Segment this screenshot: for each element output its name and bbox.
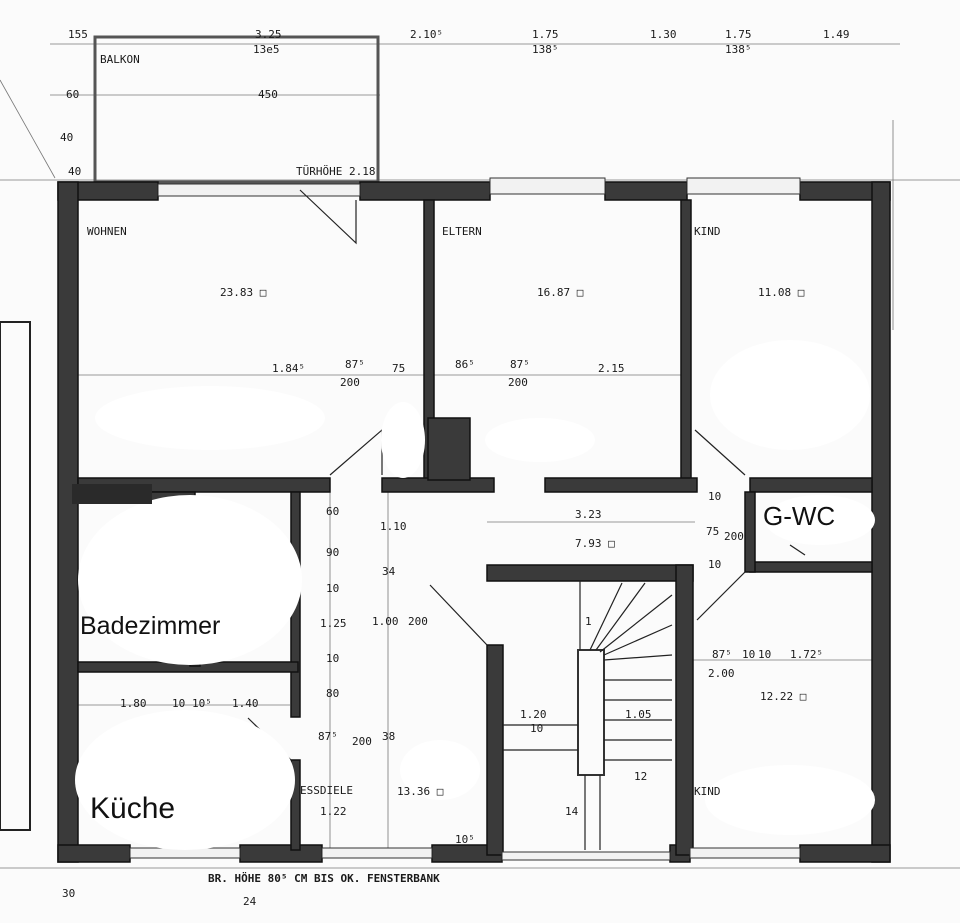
dim-label: 2.10⁵ [410, 28, 443, 41]
window-height-note: BR. HÖHE 80⁵ CM BIS OK. FENSTERBANK [208, 871, 440, 885]
dim-label: 10 [708, 558, 721, 571]
dim-label: 87⁵ [318, 730, 338, 743]
area-essdiele: 13.36 □ [397, 785, 444, 798]
top-dimensions: 155 3.25 13e5 2.10⁵ 1.75 138⁵ 1.30 1.75 … [60, 28, 850, 178]
dim-label: 60 [326, 505, 339, 518]
dimension-lines [0, 43, 960, 869]
dim-label: 38 [382, 730, 395, 743]
dim-label: 10 [530, 722, 543, 735]
dim-label: 200 [724, 530, 744, 543]
dim-label: 60 [66, 88, 79, 101]
balcony-outline [93, 35, 380, 184]
dim-label: 80 [326, 687, 339, 700]
dim-label: 40 [60, 131, 73, 144]
interior-dimensions: 1.84⁵ 87⁵ 200 75 86⁵ 87⁵ 200 2.15 3.23 1… [62, 358, 823, 908]
dim-label: 14 [565, 805, 579, 818]
dim-label: 10 [172, 697, 185, 710]
dim-label: 10 [758, 648, 771, 661]
dim-label: 87⁵ [510, 358, 530, 371]
dim-label: 138⁵ [725, 43, 752, 56]
dim-label: 90 [326, 546, 339, 559]
dim-label: 12 [634, 770, 647, 783]
dim-label: 87⁵ [712, 648, 732, 661]
area-kind-bottom: 12.22 □ [760, 690, 807, 703]
dim-label: 1.49 [823, 28, 850, 41]
dim-label: 10 [742, 648, 755, 661]
room-label-gwc: G-WC [763, 501, 835, 531]
dim-label: 10⁵ [192, 697, 212, 710]
room-label-kind-top: KIND [694, 225, 721, 238]
dim-label: 1.05 [625, 708, 652, 721]
dim-label: 10 [326, 652, 339, 665]
dim-label: 75 [706, 525, 719, 538]
room-label-badezimmer: Badezimmer [80, 612, 220, 640]
dim-label: 10 [326, 582, 339, 595]
dim-label: 1.20 [520, 708, 547, 721]
room-label-kind-bottom: KIND [694, 785, 721, 798]
dim-label: 2.00 [708, 667, 735, 680]
dim-label: 3.25 [255, 28, 282, 41]
dim-label: 1.10 [380, 520, 407, 533]
dim-label: 1.72⁵ [790, 648, 823, 661]
dim-label: 1.00 [372, 615, 399, 628]
dim-label: 1.75 [725, 28, 752, 41]
dim-label: 1.75 [532, 28, 559, 41]
dim-label: 75 [392, 362, 405, 375]
redactions [72, 340, 875, 850]
dim-label: 13e5 [253, 43, 280, 56]
room-label-eltern: ELTERN [442, 225, 482, 238]
dim-label: 3.23 [575, 508, 602, 521]
area-flur: 7.93 □ [575, 537, 615, 550]
dim-label: 1.22 [320, 805, 347, 818]
windows [129, 177, 801, 861]
dim-label: 86⁵ [455, 358, 475, 371]
dim-label: 40 [68, 165, 81, 178]
dim-label: 450 [258, 88, 278, 101]
door-height-note: TÜRHÖHE 2.18 [296, 165, 375, 178]
dim-label: 1.80 [120, 697, 147, 710]
room-label-balkon: BALKON [100, 53, 140, 66]
dim-label: 10⁵ [455, 833, 475, 846]
walls [57, 181, 891, 863]
room-label-kueche: Küche [90, 792, 175, 825]
dim-label: 24 [243, 895, 257, 908]
area-kind-top: 11.08 □ [758, 286, 805, 299]
dim-label: 30 [62, 887, 75, 900]
area-wohnen: 23.83 □ [220, 286, 267, 299]
dim-label: 200 [340, 376, 360, 389]
dim-label: 10 [708, 490, 721, 503]
dim-label: 155 [68, 28, 88, 41]
room-label-essdiele: ESSDIELE [300, 784, 353, 797]
dim-label: 1 [585, 615, 592, 628]
dim-label: 1.40 [232, 697, 259, 710]
dim-label: 1.84⁵ [272, 362, 305, 375]
area-eltern: 16.87 □ [537, 286, 584, 299]
dim-label: 138⁵ [532, 43, 559, 56]
neighbor-wall [0, 321, 31, 831]
dim-label: 1.25 [320, 617, 347, 630]
dim-label: 34 [382, 565, 396, 578]
dim-label: 1.30 [650, 28, 677, 41]
dim-label: 2.15 [598, 362, 625, 375]
dim-label: 87⁵ [345, 358, 365, 371]
room-label-wohnen: WOHNEN [87, 225, 127, 238]
dim-label: 200 [352, 735, 372, 748]
dim-label: 200 [508, 376, 528, 389]
dim-label: 200 [408, 615, 428, 628]
staircase [503, 580, 673, 850]
